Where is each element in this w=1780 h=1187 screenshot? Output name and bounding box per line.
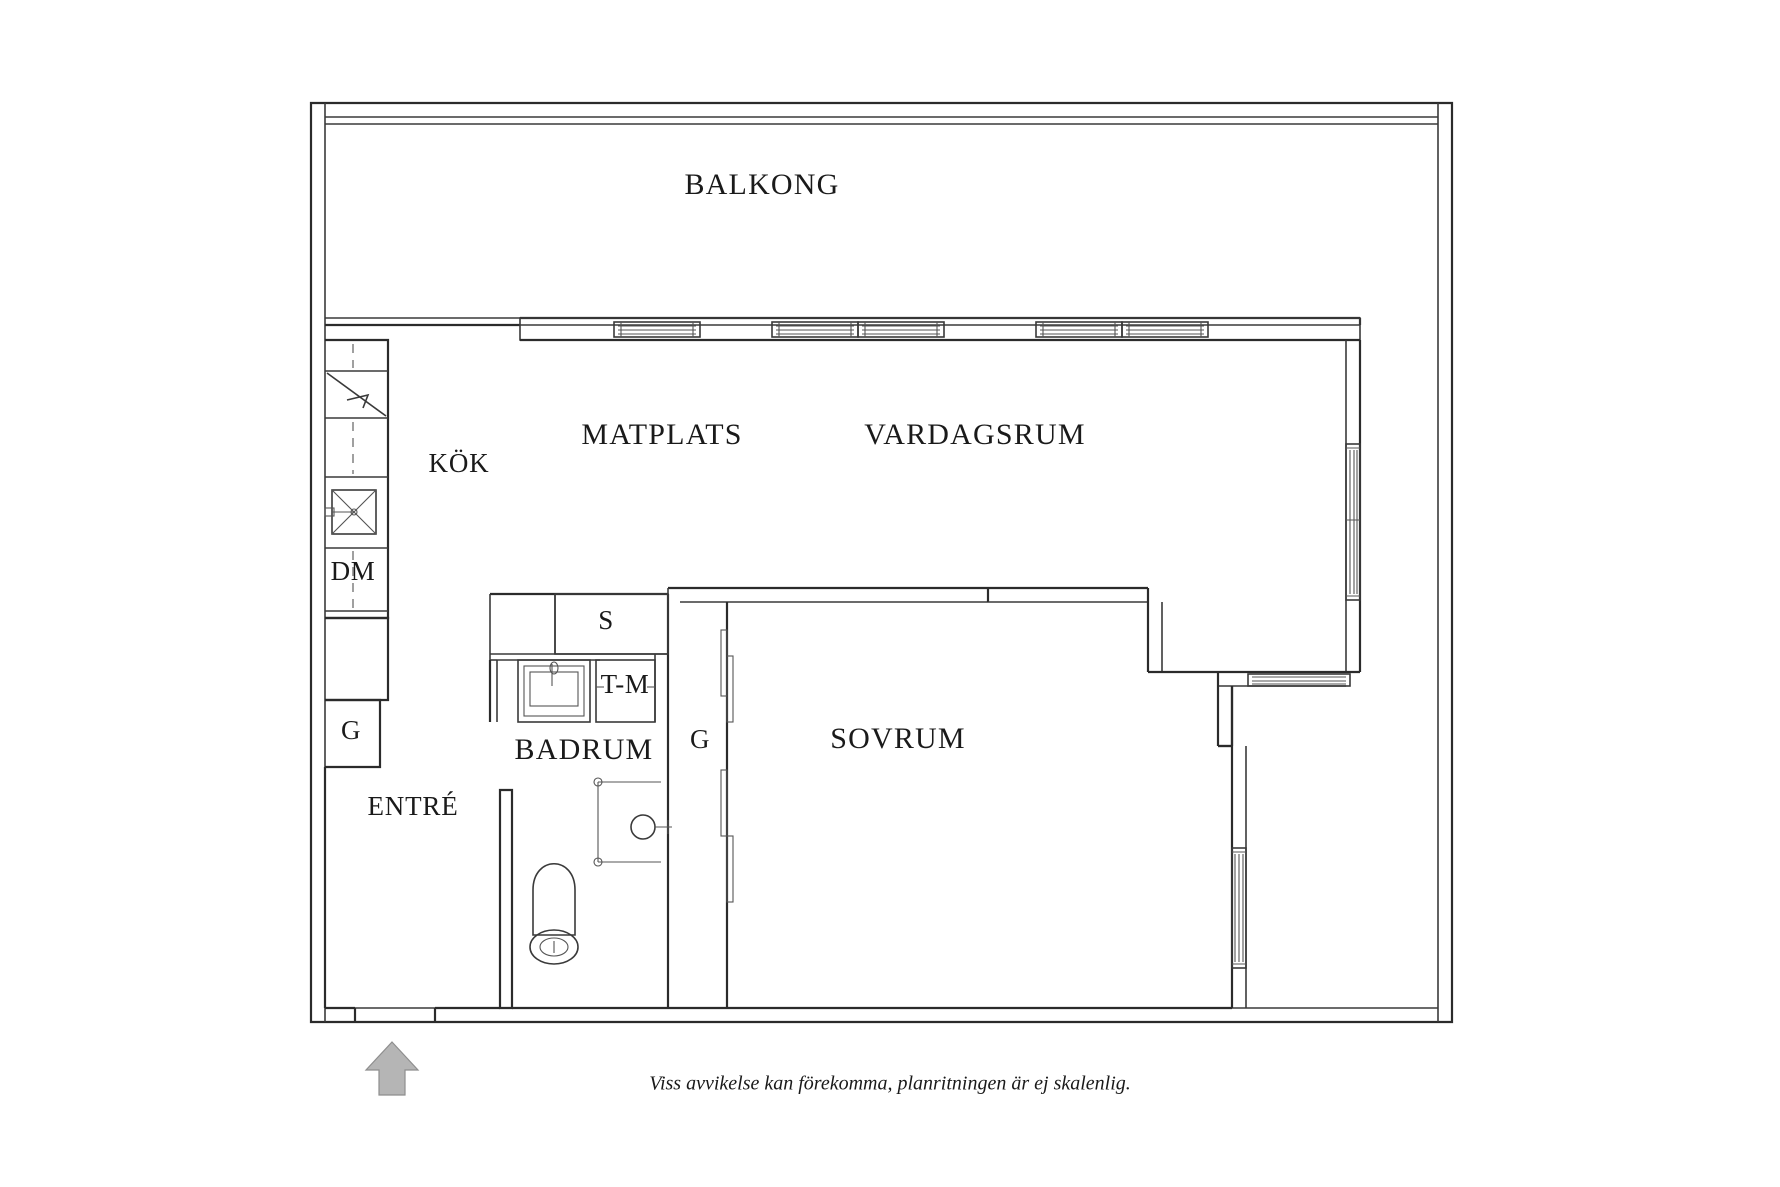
bathroom-walls	[488, 592, 672, 1010]
room-label-balkong: BALKONG	[684, 168, 839, 201]
room-label-kok: KÖK	[429, 448, 490, 478]
disclaimer-caption: Viss avvikelse kan förekomma, planritnin…	[649, 1073, 1131, 1095]
room-labels: BALKONG KÖK MATPLATS VARDAGSRUM SOVRUM B…	[368, 168, 1086, 821]
appliance-label-skafferi-s: S	[598, 605, 614, 635]
room-label-badrum: BADRUM	[515, 733, 654, 766]
bedroom-walls	[667, 586, 1232, 1010]
livingroom-east-wall	[1345, 340, 1362, 672]
appliance-labels: DM S T-M G G	[331, 556, 710, 754]
toilet-icon	[529, 863, 579, 965]
entry-door-opening	[325, 1006, 500, 1022]
bathroom-s-unit	[554, 593, 669, 655]
kitchen-sink-icon	[324, 489, 377, 535]
shower-enclosure	[593, 777, 672, 867]
alcove-window	[1247, 673, 1351, 687]
livingroom-east-window	[1345, 443, 1361, 601]
bedroom-closet-doors	[720, 629, 734, 903]
appliance-label-garderob-entre: G	[341, 715, 361, 745]
room-label-matplats: MATPLATS	[581, 418, 742, 451]
room-label-sovrum: SOVRUM	[830, 722, 966, 755]
appliance-label-garderob-sovrum: G	[690, 724, 710, 754]
livingroom-south-wall	[988, 586, 1218, 674]
washbasin-icon	[517, 659, 591, 723]
bedroom-east-window	[1231, 847, 1247, 969]
washing-machine-box	[595, 659, 656, 723]
balcony-window-2	[771, 321, 945, 338]
balcony-window-3	[1035, 321, 1209, 338]
balcony-glazing-band	[519, 317, 1361, 342]
entrance-direction-arrow	[364, 1041, 420, 1096]
appliance-label-tvattmaskin: T-M	[601, 669, 650, 699]
east-alcove	[1216, 670, 1360, 1008]
room-label-entre: ENTRÉ	[368, 791, 459, 821]
building-outline	[309, 101, 1454, 1024]
appliance-label-diskmaskin: DM	[331, 556, 376, 586]
stove-icon	[326, 372, 387, 417]
room-label-vardagsrum: VARDAGSRUM	[864, 418, 1086, 451]
balcony-window-1	[613, 321, 701, 338]
entry-closets	[323, 616, 390, 1008]
